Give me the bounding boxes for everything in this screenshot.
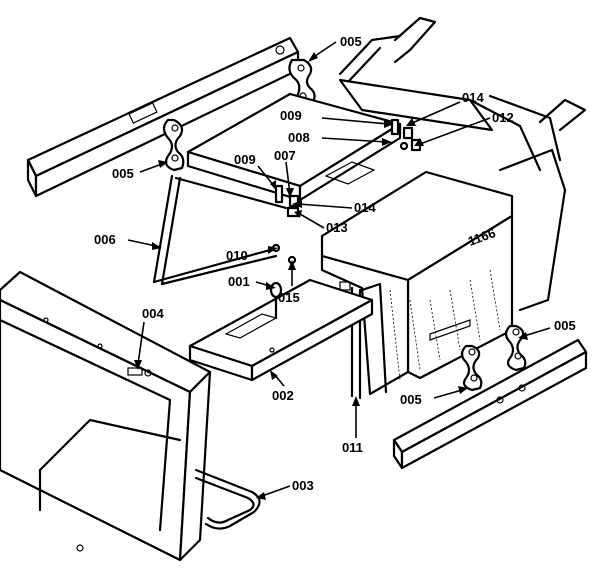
top-tray xyxy=(186,92,402,202)
callout-003: 003 xyxy=(292,478,314,493)
hook-bracket-005-bottom xyxy=(460,324,527,392)
callout-014-lower: 014 xyxy=(354,200,376,215)
front-lower-cabinet xyxy=(0,270,212,562)
callout-010: 010 xyxy=(226,248,248,263)
callout-012: 012 xyxy=(492,110,514,125)
callout-008: 008 xyxy=(288,130,310,145)
callout-005-bottom: 005 xyxy=(400,392,422,407)
callout-011: 011 xyxy=(342,440,363,455)
callout-004: 004 xyxy=(142,306,164,321)
base-plate-002 xyxy=(188,278,374,382)
upright-frame-rear xyxy=(338,16,587,312)
leader-lines xyxy=(127,41,551,500)
callout-001: 001 xyxy=(228,274,250,289)
callout-005-left: 005 xyxy=(112,166,134,181)
callout-006: 006 xyxy=(94,232,116,247)
callout-014-upper: 014 xyxy=(462,90,484,105)
callout-007: 007 xyxy=(274,148,296,163)
callout-009-upper: 009 xyxy=(280,108,302,123)
handle-003 xyxy=(194,468,261,530)
callout-002: 002 xyxy=(272,388,294,403)
main-cabinet: 1166 xyxy=(320,170,514,396)
callout-labels: 005 005 005 005 009 008 014 012 009 007 … xyxy=(94,34,576,493)
callout-005-right: 005 xyxy=(554,318,576,333)
side-frame-006 xyxy=(152,174,288,286)
eye-bolt-001 xyxy=(269,281,283,320)
fasteners xyxy=(271,118,422,265)
callout-005-top: 005 xyxy=(340,34,362,49)
callout-013: 013 xyxy=(326,220,348,235)
rail-bar-bottom xyxy=(392,338,588,470)
hook-bracket-005-left xyxy=(162,118,185,172)
callout-015: 015 xyxy=(278,290,300,305)
callout-009-lower: 009 xyxy=(234,152,256,167)
